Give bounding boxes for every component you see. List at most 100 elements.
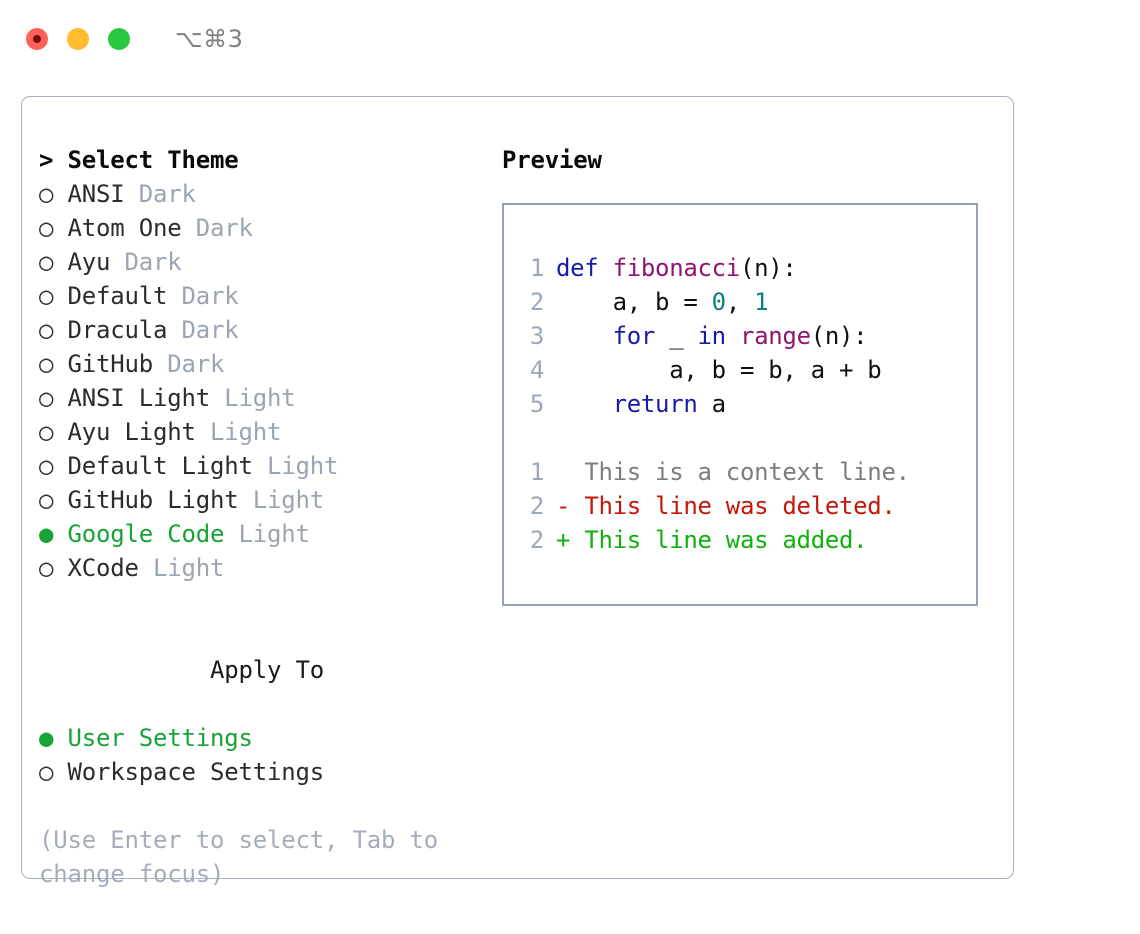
code-token-pl: (n):: [739, 254, 797, 282]
spacer: [224, 520, 238, 548]
code-token-pl: [556, 322, 613, 350]
line-number: 5: [529, 390, 544, 418]
theme-name: ANSI: [67, 180, 125, 208]
theme-kind-badge: Light: [210, 418, 282, 446]
keyboard-hint-text: (Use Enter to select, Tab to change focu…: [39, 826, 438, 888]
line-number: 1: [529, 254, 544, 282]
theme-kind-badge: Dark: [138, 180, 196, 208]
radio-unselected-icon: ○: [39, 418, 54, 446]
theme-name: Default Light: [67, 452, 253, 480]
select-theme-header: > Select Theme: [39, 146, 239, 174]
diff-text: This line was deleted.: [584, 492, 896, 520]
diff-marker: +: [556, 526, 585, 554]
theme-option-ansi-light[interactable]: ○ ANSI Light Light: [39, 381, 489, 415]
theme-name: GitHub Light: [67, 486, 239, 514]
apply-to-list[interactable]: ● User Settings○ Workspace Settings: [39, 721, 489, 789]
theme-kind-badge: Dark: [181, 282, 239, 310]
spacer: [239, 486, 253, 514]
theme-option-default-light[interactable]: ○ Default Light Light: [39, 449, 489, 483]
theme-option-ayu-light[interactable]: ○ Ayu Light Light: [39, 415, 489, 449]
theme-option-atom-one[interactable]: ○ Atom One Dark: [39, 211, 489, 245]
minimize-button[interactable]: [67, 28, 89, 50]
radio-selected-icon: ●: [39, 520, 54, 548]
line-number: 4: [529, 356, 544, 384]
spacer: [53, 180, 67, 208]
code-token-pl: [556, 390, 613, 418]
diff-text: This line was added.: [584, 526, 868, 554]
theme-option-dracula[interactable]: ○ Dracula Dark: [39, 313, 489, 347]
spacer: [53, 350, 67, 378]
radio-unselected-icon: ○: [39, 384, 54, 412]
apply-to-label: Apply To: [210, 656, 324, 684]
radio-unselected-icon: ○: [39, 248, 54, 276]
apply-to-name: User Settings: [67, 724, 253, 752]
diff-marker: -: [556, 492, 585, 520]
theme-kind-badge: Light: [252, 486, 324, 514]
diff-line-add: 2+ This line was added.: [516, 523, 976, 557]
maximize-button[interactable]: [108, 28, 130, 50]
spacer: [53, 418, 67, 446]
theme-kind-badge: Light: [238, 520, 310, 548]
theme-option-google-code[interactable]: ● Google Code Light: [39, 517, 489, 551]
diff-text: This is a context line.: [584, 458, 910, 486]
code-token-kw: for: [612, 322, 656, 350]
code-token-pl: [726, 322, 740, 350]
code-token-pl: a: [697, 390, 726, 418]
apply-to-name: Workspace Settings: [67, 758, 325, 786]
window-controls: [26, 28, 130, 50]
diff-marker: [556, 458, 584, 486]
apply-to-option-workspace-settings[interactable]: ○ Workspace Settings: [39, 755, 489, 789]
radio-unselected-icon: ○: [39, 350, 54, 378]
code-line: 4 a, b = b, a + b: [516, 353, 976, 387]
apply-to-indent: [182, 656, 211, 684]
spacer: [53, 486, 67, 514]
code-line: 2 a, b = 0, 1: [516, 285, 976, 319]
spacer: [53, 758, 67, 786]
spacer: [53, 248, 67, 276]
apply-to-header: Apply To: [39, 619, 489, 721]
spacer: [53, 214, 67, 242]
code-token-kw: return: [612, 390, 698, 418]
spacer: [125, 180, 139, 208]
theme-kind-badge: Dark: [181, 316, 239, 344]
theme-option-xcode[interactable]: ○ XCode Light: [39, 551, 489, 585]
theme-name: XCode: [67, 554, 139, 582]
theme-kind-badge: Dark: [195, 214, 253, 242]
spacer: [53, 282, 67, 310]
theme-name: Atom One: [67, 214, 182, 242]
theme-name: Ayu: [67, 248, 111, 276]
line-number: 3: [529, 322, 544, 350]
code-token-pl: a, b =: [556, 288, 712, 316]
code-token-num: 0: [711, 288, 726, 316]
radio-unselected-icon: ○: [39, 282, 54, 310]
theme-option-ansi[interactable]: ○ ANSI Dark: [39, 177, 489, 211]
theme-name: Google Code: [67, 520, 225, 548]
radio-selected-icon: ●: [39, 724, 54, 752]
spacer: [139, 554, 153, 582]
theme-option-ayu[interactable]: ○ Ayu Dark: [39, 245, 489, 279]
radio-unselected-icon: ○: [39, 758, 54, 786]
close-button[interactable]: [26, 28, 48, 50]
spacer: [210, 384, 224, 412]
code-token-num: 1: [754, 288, 769, 316]
code-line: 5 return a: [516, 387, 976, 421]
apply-to-option-user-settings[interactable]: ● User Settings: [39, 721, 489, 755]
diff-sample: 1 This is a context line.2- This line wa…: [516, 455, 976, 557]
code-token-pl: ,: [725, 288, 755, 316]
spacer: [39, 585, 489, 619]
theme-kind-badge: Light: [153, 554, 225, 582]
theme-option-github[interactable]: ○ GitHub Dark: [39, 347, 489, 381]
theme-option-github-light[interactable]: ○ GitHub Light Light: [39, 483, 489, 517]
theme-name: Dracula: [67, 316, 168, 344]
title-bar: ⌥⌘3: [0, 0, 1140, 78]
radio-unselected-icon: ○: [39, 554, 54, 582]
code-token-fn: range: [739, 322, 811, 350]
line-number: 1: [529, 458, 544, 486]
theme-name: GitHub: [67, 350, 154, 378]
theme-kind-badge: Dark: [167, 350, 225, 378]
theme-option-default[interactable]: ○ Default Dark: [39, 279, 489, 313]
code-token-kw: in: [697, 322, 727, 350]
theme-list[interactable]: ○ ANSI Dark○ Atom One Dark○ Ayu Dark○ De…: [39, 177, 489, 585]
